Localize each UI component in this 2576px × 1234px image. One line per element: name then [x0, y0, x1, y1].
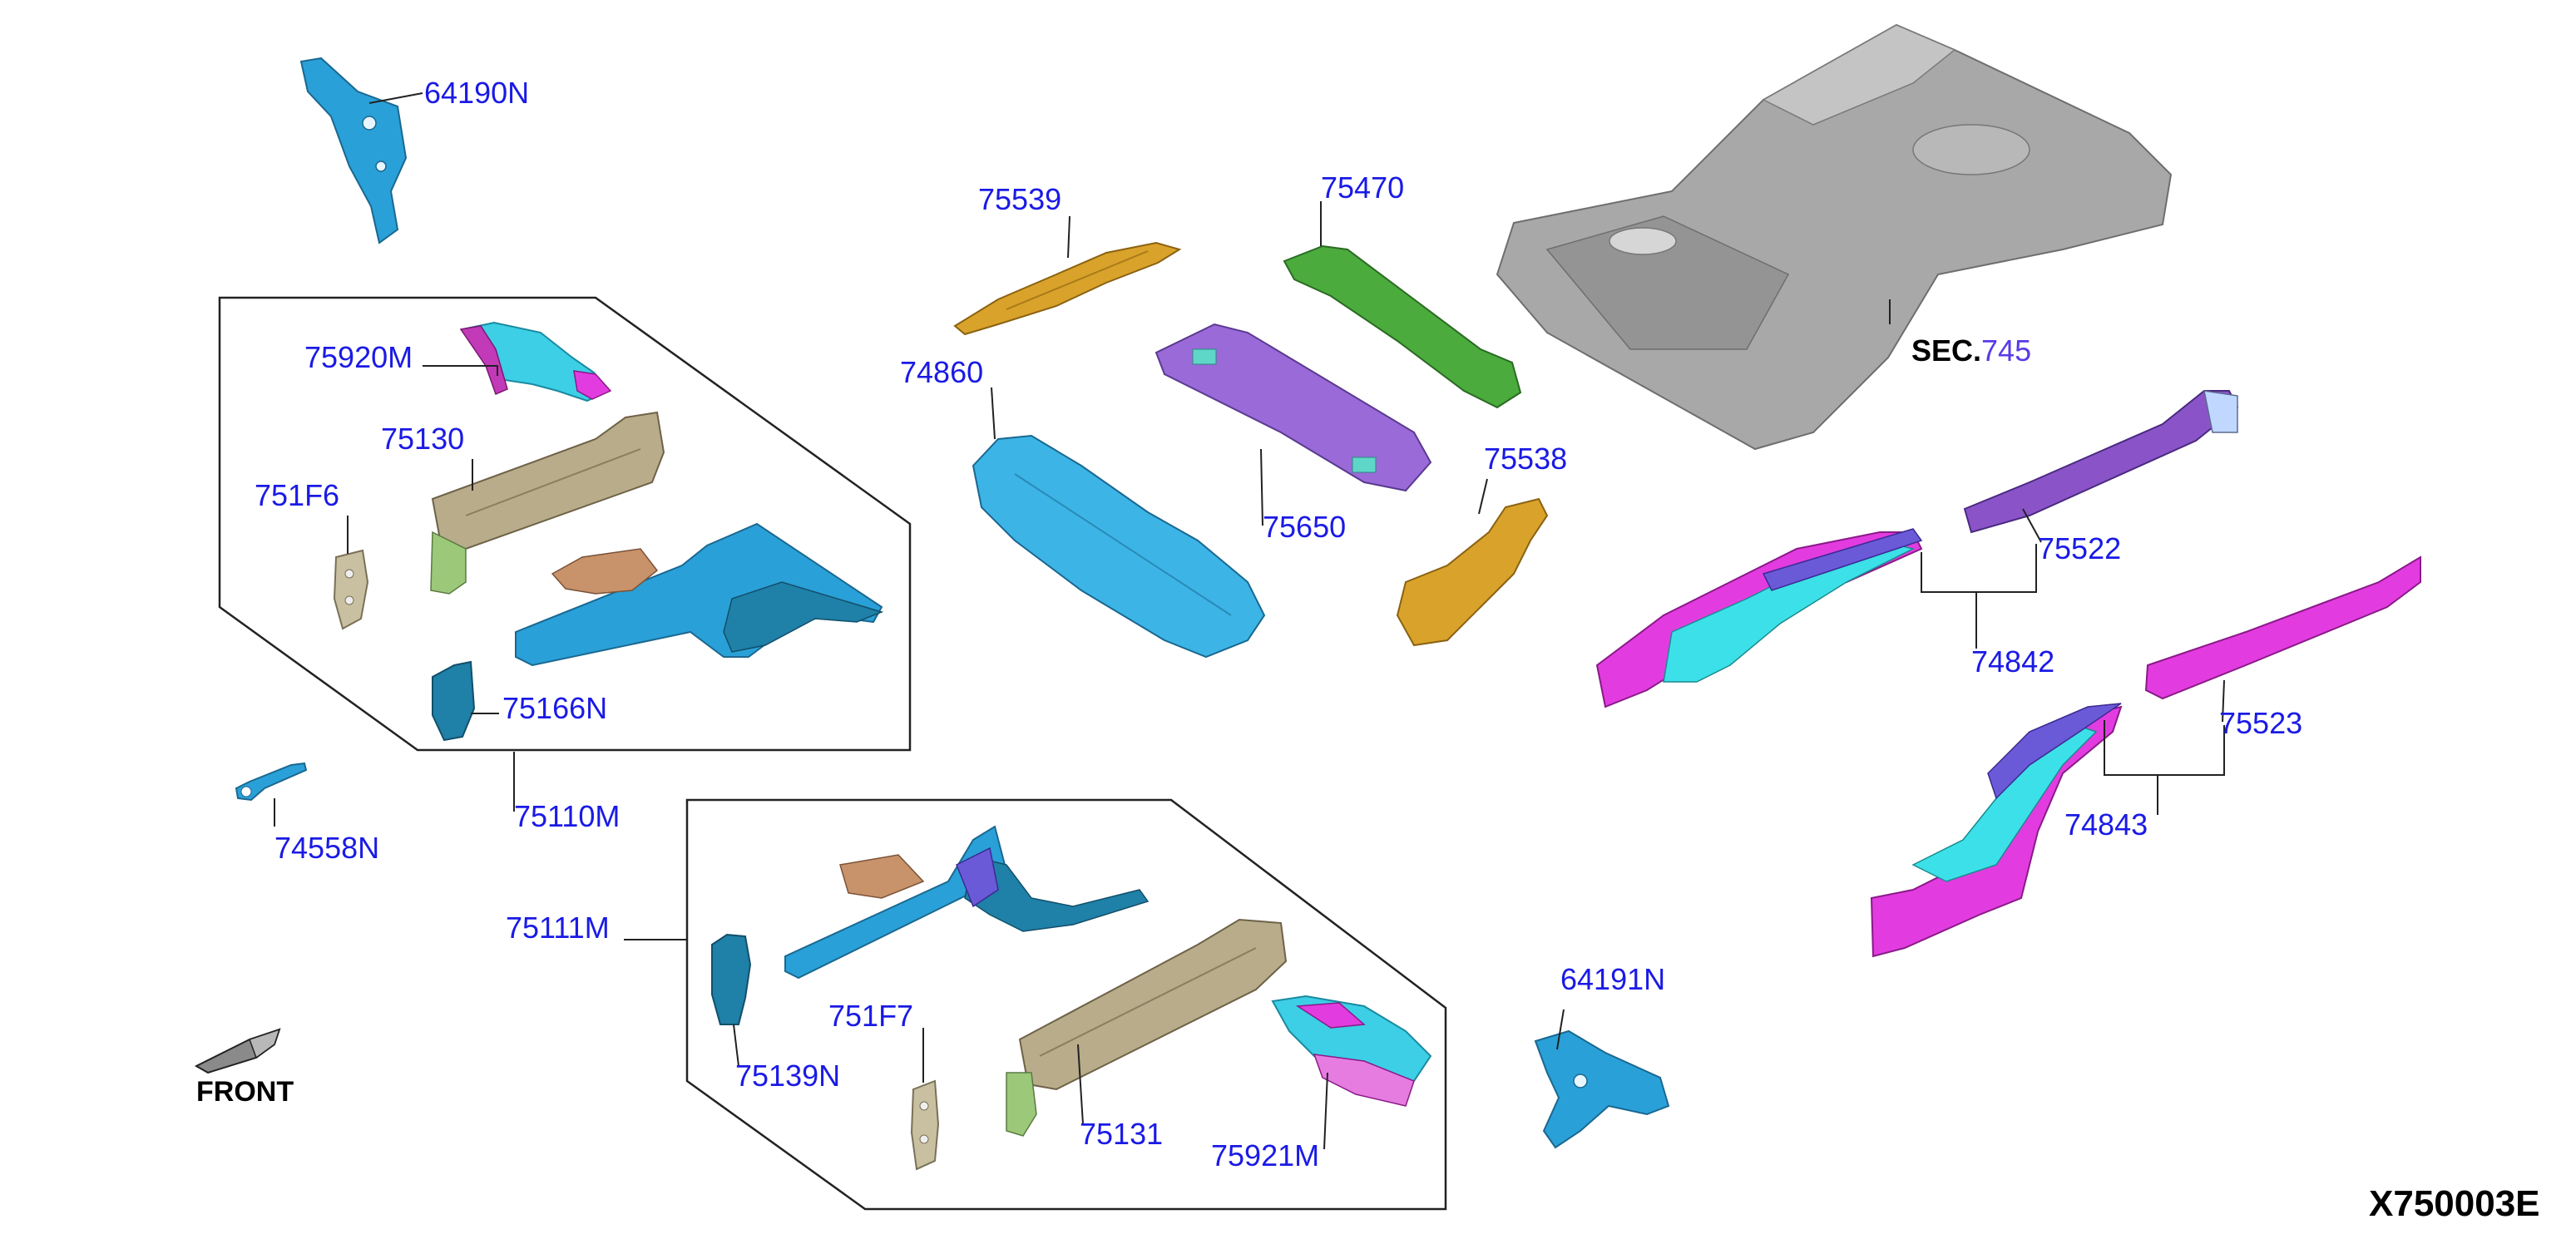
section-number: 745 [1981, 333, 2032, 368]
part-75470[interactable] [1283, 244, 1522, 409]
label-74842[interactable]: 74842 [1971, 644, 2055, 679]
front-arrow-icon [194, 1028, 281, 1074]
label-64190N[interactable]: 64190N [424, 76, 530, 110]
section-prefix: SEC. [1911, 333, 1982, 368]
part-64191N[interactable] [1534, 1029, 1670, 1149]
label-75110M[interactable]: 75110M [514, 799, 621, 833]
label-751F6[interactable]: 751F6 [255, 478, 340, 512]
part-75921M[interactable] [1271, 995, 1432, 1107]
label-75538[interactable]: 75538 [1484, 442, 1568, 476]
label-75921M[interactable]: 75921M [1211, 1138, 1320, 1172]
part-74842-assembly[interactable] [1595, 528, 1923, 708]
label-75523[interactable]: 75523 [2219, 706, 2303, 740]
part-751F7[interactable] [910, 1079, 940, 1171]
part-64190N[interactable] [299, 57, 408, 244]
front-label: FRONT [196, 1076, 294, 1108]
part-75522[interactable] [1963, 390, 2239, 534]
leader-lines [274, 92, 2225, 1150]
label-75539[interactable]: 75539 [978, 182, 1062, 216]
label-75470[interactable]: 75470 [1321, 170, 1405, 205]
front-side-member-assembly-left[interactable] [515, 522, 884, 667]
diagram-code: X750003E [2369, 1183, 2540, 1224]
part-75131[interactable] [1006, 918, 1288, 1137]
part-75139N[interactable] [711, 933, 752, 1025]
section-reference-745[interactable]: SEC.745 [1911, 336, 2031, 366]
label-74860[interactable]: 74860 [900, 355, 984, 389]
label-75920M[interactable]: 75920M [304, 340, 413, 374]
part-75166N[interactable] [432, 660, 476, 742]
label-74558N[interactable]: 74558N [274, 831, 380, 865]
label-75111M[interactable]: 75111M [506, 911, 610, 945]
part-75130[interactable] [430, 411, 665, 595]
label-75166N[interactable]: 75166N [502, 691, 608, 725]
floor-panel-part[interactable] [1496, 23, 2173, 451]
label-75522[interactable]: 75522 [2038, 531, 2122, 565]
label-75131[interactable]: 75131 [1080, 1117, 1164, 1151]
part-75539[interactable] [953, 241, 1182, 336]
part-75523[interactable] [2144, 555, 2421, 700]
label-75130[interactable]: 75130 [381, 422, 465, 456]
part-751F6[interactable] [333, 549, 369, 630]
label-751F7[interactable]: 751F7 [828, 999, 914, 1033]
part-74558N[interactable] [235, 762, 308, 802]
group-box-75110M [218, 296, 912, 752]
part-75538[interactable] [1396, 497, 1549, 647]
label-74843[interactable]: 74843 [2064, 807, 2148, 842]
group-box-75111M [685, 798, 1447, 1211]
label-75139N[interactable]: 75139N [735, 1059, 841, 1093]
part-75920M[interactable] [459, 321, 612, 402]
label-75650[interactable]: 75650 [1263, 510, 1347, 544]
part-75650[interactable] [1155, 323, 1432, 492]
part-74843-assembly[interactable] [1870, 703, 2123, 958]
label-64191N[interactable]: 64191N [1560, 962, 1666, 996]
part-74860[interactable] [972, 434, 1266, 659]
front-side-member-assembly-right[interactable] [784, 825, 1150, 980]
